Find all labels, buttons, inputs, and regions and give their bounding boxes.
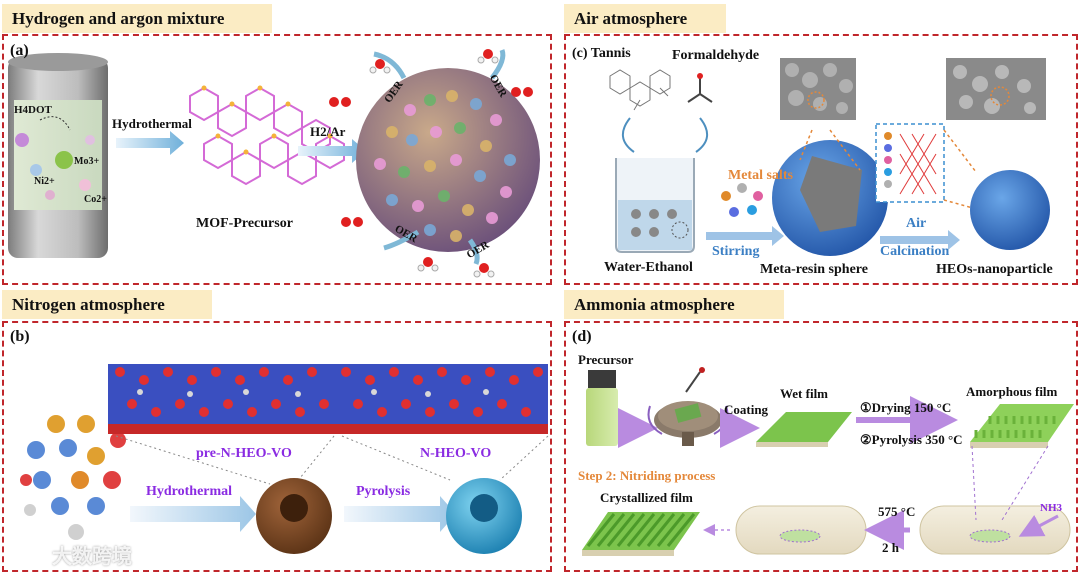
header-hydrogen-argon: Hydrogen and argon mixture: [2, 4, 272, 33]
meta-resin-label: Meta-resin sphere: [760, 262, 868, 277]
n-heo-crystal: [334, 364, 548, 434]
watermark: 大数跨境: [52, 544, 132, 568]
header-nitrogen: Nitrogen atmosphere: [2, 290, 212, 319]
metal-salts-label: Metal salts: [728, 168, 793, 183]
metal-salt-balls: [721, 183, 763, 217]
nitriding-step-label: Step 2: Nitriding process: [578, 468, 716, 483]
stirring-label: Stirring: [712, 244, 760, 259]
pyrolysis-350-label: ②Pyrolysis 350 °C: [860, 432, 963, 447]
panel-a-label: (a): [10, 42, 29, 59]
formaldehyde-label: Formaldehyde: [672, 48, 760, 63]
arrow-calcination: [880, 230, 960, 250]
panel-c-label: (c) Tannis: [572, 46, 631, 61]
calcination-label: Calcination: [880, 244, 950, 259]
panel-b-label: (b): [10, 328, 30, 345]
hydrothermal-label-a: Hydrothermal: [112, 116, 192, 131]
arrow-h2-ar: [298, 139, 366, 163]
crystallized-film: [582, 512, 700, 556]
air-label: Air: [906, 216, 927, 231]
pre-n-heo-label: pre-N-HEO-VO: [196, 446, 292, 461]
header-ammonia: Ammonia atmosphere: [564, 290, 784, 319]
mof-precursor-label: MOF-Precursor: [196, 216, 293, 231]
arrow-hydrothermal-a: [116, 131, 184, 155]
coating-label: Coating: [724, 402, 769, 417]
header-air: Air atmosphere: [564, 4, 726, 33]
oer-arrows: [373, 49, 506, 265]
heo-crystal-lattice: [875, 123, 945, 203]
mo-ion-label: Mo3+: [74, 156, 100, 167]
heo-nanoparticle: [970, 170, 1050, 250]
h2-ar-label: H2/Ar: [310, 124, 346, 139]
crystallized-film-label: Crystallized film: [600, 490, 693, 505]
n-heo-label: N-HEO-VO: [420, 446, 492, 461]
precursor-vial: [586, 370, 618, 446]
metal-ion-cluster: [20, 415, 126, 540]
drying-label: ①Drying 150 °C: [860, 400, 952, 415]
precursor-label: Precursor: [578, 352, 634, 367]
co-ion-label: Co2+: [84, 194, 107, 205]
time-label: 2 h: [882, 540, 899, 555]
water-ethanol-label: Water-Ethanol: [604, 260, 693, 275]
pyrolysis-label: Pyrolysis: [356, 484, 411, 499]
ni-ion-label: Ni2+: [34, 176, 55, 187]
hydrothermal-label-b: Hydrothermal: [146, 484, 233, 499]
spin-coater: [647, 367, 729, 446]
wet-film-label: Wet film: [780, 386, 829, 401]
amorphous-film: [970, 404, 1074, 448]
arrow-hydrothermal-b: [130, 496, 256, 532]
amorphous-film-label: Amorphous film: [966, 384, 1058, 399]
wet-film: [756, 412, 852, 447]
alloy-nanosphere: [356, 68, 540, 252]
resin-sphere: [772, 140, 888, 256]
pre-n-heo-crystal: [108, 364, 334, 434]
nh3-label: NH3: [1040, 502, 1062, 514]
temperature-label: 575 °C: [878, 504, 916, 519]
oxygen-molecules: [329, 87, 533, 227]
ligand-label: H4DOT: [14, 104, 52, 116]
arrow-stirring: [706, 226, 784, 246]
formaldehyde-molecule: [687, 73, 713, 103]
arrow-pyrolysis: [344, 496, 456, 532]
heo-nanoparticle-label: HEOs-nanoparticle: [936, 262, 1053, 277]
tannin-molecule: [609, 69, 671, 111]
beaker: [615, 158, 695, 253]
water-molecules: [369, 49, 499, 278]
autoclave-illustration: [8, 53, 108, 258]
panel-d-label: (d): [572, 328, 592, 345]
